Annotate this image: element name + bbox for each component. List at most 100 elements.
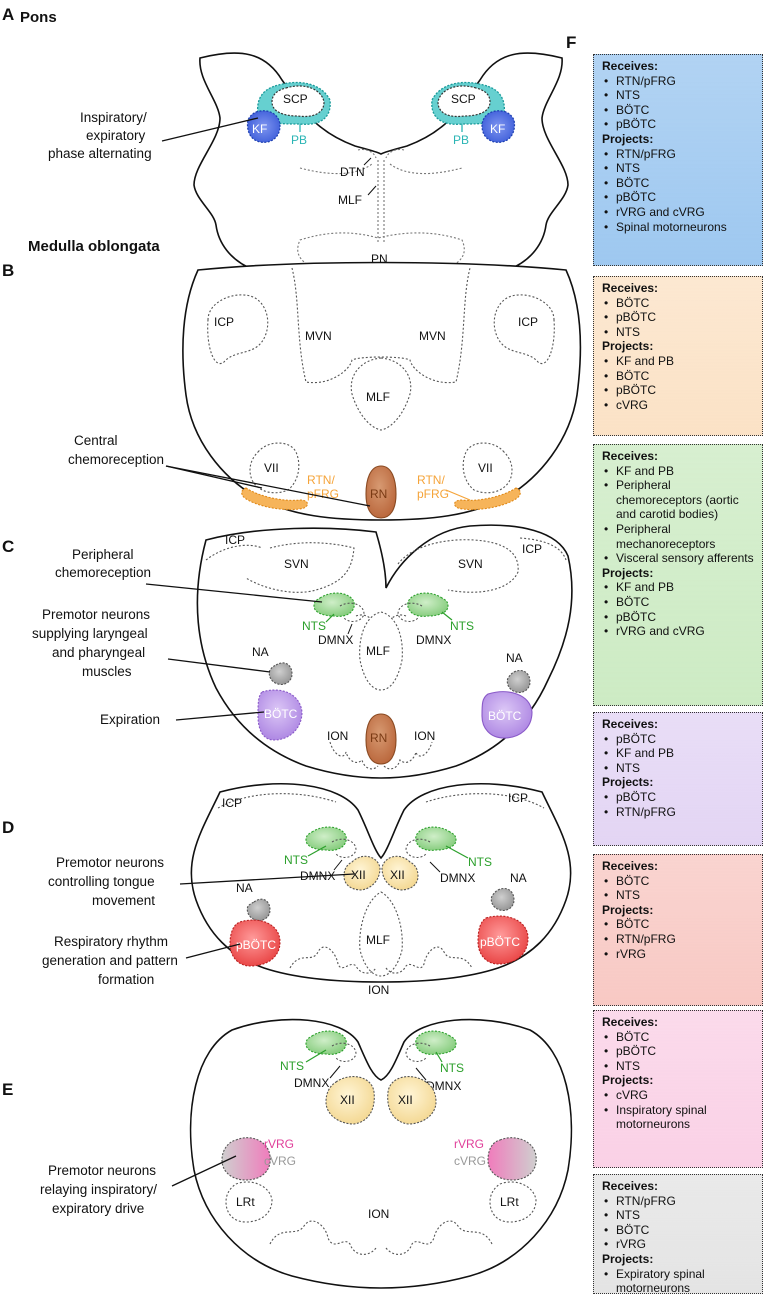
list-item: pBÖTC bbox=[602, 610, 756, 625]
xii-right-e bbox=[387, 1076, 437, 1125]
label-icp-left-d: ICP bbox=[222, 796, 242, 810]
projects-heading: Projects: bbox=[602, 1251, 654, 1266]
projects-heading: Projects: bbox=[602, 565, 654, 580]
nts-left-e bbox=[305, 1030, 347, 1055]
label-nts-right-e: NTS bbox=[440, 1061, 464, 1075]
na-right-c bbox=[506, 669, 531, 694]
panel-letter-d: D bbox=[2, 818, 14, 837]
list-item: Inspiratory spinal motorneurons bbox=[602, 1103, 756, 1132]
panel-letter-c: C bbox=[2, 537, 14, 556]
projects-list: Expiratory spinal motorneurons bbox=[602, 1267, 756, 1296]
list-item: KF and PB bbox=[602, 580, 756, 595]
annotation-phase-3: phase alternating bbox=[48, 146, 152, 161]
projects-list: BÖTCRTN/pFRGrVRG bbox=[602, 917, 756, 961]
label-ion-left-c: ION bbox=[327, 729, 348, 743]
annotation-peripheral-1: Peripheral bbox=[72, 547, 134, 562]
annotation-phase-2: expiratory bbox=[86, 128, 146, 143]
annotation-expiration: Expiration bbox=[100, 712, 160, 727]
projects-list: RTN/pFRGNTSBÖTCpBÖTCrVRG and cVRGSpinal … bbox=[602, 147, 756, 235]
list-item: RTN/pFRG bbox=[602, 932, 756, 947]
vii-right bbox=[462, 442, 513, 494]
label-pbotc-left: pBÖTC bbox=[236, 938, 276, 952]
pbotc-right bbox=[477, 915, 529, 965]
icp-left-b bbox=[207, 294, 269, 365]
connectivity-box-1: Receives:RTN/pFRGNTSBÖTCpBÖTCProjects:RT… bbox=[593, 54, 763, 266]
label-nts-right-d: NTS bbox=[468, 855, 492, 869]
nts-left-c bbox=[313, 592, 355, 617]
label-mvn-left: MVN bbox=[305, 329, 332, 343]
label-vii-left: VII bbox=[264, 461, 279, 475]
label-svn-left: SVN bbox=[284, 557, 309, 571]
connectivity-box-7: Receives:RTN/pFRGNTSBÖTCrVRGProjects:Exp… bbox=[593, 1174, 763, 1296]
list-item: KF and PB bbox=[602, 464, 756, 479]
label-na-left-c: NA bbox=[252, 645, 269, 659]
label-pb-left: PB bbox=[291, 133, 307, 147]
xii-right-d bbox=[381, 855, 419, 891]
annotation-laryngeal-3: and pharyngeal bbox=[52, 645, 145, 660]
list-item: BÖTC bbox=[602, 369, 756, 384]
botc-left bbox=[257, 689, 303, 741]
scp-right bbox=[437, 85, 491, 118]
label-rtn-left-2: pFRG bbox=[307, 487, 339, 501]
label-nts-left-c: NTS bbox=[302, 619, 326, 633]
annotation-laryngeal-2: supplying laryngeal bbox=[32, 626, 148, 641]
mlf-d bbox=[359, 891, 403, 977]
list-item: pBÖTC bbox=[602, 1044, 756, 1059]
receives-list: RTN/pFRGNTSBÖTCpBÖTC bbox=[602, 74, 756, 132]
receives-heading: Receives: bbox=[602, 449, 659, 463]
label-rvrg-right: rVRG bbox=[454, 1137, 484, 1151]
annotation-rhythm-3: formation bbox=[98, 972, 154, 987]
label-icp-right-b: ICP bbox=[518, 315, 538, 329]
label-na-right-c: NA bbox=[506, 651, 523, 665]
lrt-right bbox=[489, 1181, 537, 1223]
list-item: BÖTC bbox=[602, 103, 756, 118]
annotation-rhythm-1: Respiratory rhythm bbox=[54, 934, 168, 949]
list-item: pBÖTC bbox=[602, 117, 756, 132]
list-item: Spinal motorneurons bbox=[602, 220, 756, 235]
label-ion-e: ION bbox=[368, 1207, 389, 1221]
list-item: RTN/pFRG bbox=[602, 147, 756, 162]
botc-right bbox=[481, 691, 533, 739]
label-mlf-d: MLF bbox=[366, 933, 390, 947]
label-svn-right: SVN bbox=[458, 557, 483, 571]
projects-list: KF and PBBÖTCpBÖTCrVRG and cVRG bbox=[602, 580, 756, 638]
receives-list: KF and PBPeripheral chemoreceptors (aort… bbox=[602, 464, 756, 566]
list-item: RTN/pFRG bbox=[602, 805, 756, 820]
label-lrt-right: LRt bbox=[500, 1195, 519, 1209]
na-left-c bbox=[268, 662, 293, 686]
projects-heading: Projects: bbox=[602, 902, 654, 917]
annotation-central-2: chemoreception bbox=[68, 452, 164, 467]
label-pbotc-right: pBÖTC bbox=[480, 935, 520, 949]
xii-left-e bbox=[325, 1076, 375, 1125]
label-kf-left: KF bbox=[252, 122, 267, 136]
receives-heading: Receives: bbox=[602, 59, 659, 73]
receives-list: BÖTCpBÖTCNTS bbox=[602, 296, 756, 340]
connectivity-box-2: Receives:BÖTCpBÖTCNTSProjects:KF and PBB… bbox=[593, 276, 763, 436]
label-xii-left-d: XII bbox=[351, 868, 366, 882]
label-dmnx-right-c: DMNX bbox=[416, 633, 451, 647]
label-rn-c: RN bbox=[370, 731, 387, 745]
nts-right-c bbox=[407, 592, 449, 617]
label-ion-right-c: ION bbox=[414, 729, 435, 743]
label-mlf-b: MLF bbox=[366, 390, 390, 404]
panel-letter-e: E bbox=[2, 1080, 13, 1099]
icp-right-b bbox=[493, 294, 555, 365]
label-nts-left-e: NTS bbox=[280, 1059, 304, 1073]
list-item: BÖTC bbox=[602, 1223, 756, 1238]
list-item: cVRG bbox=[602, 1088, 756, 1103]
pbotc-left bbox=[229, 919, 281, 967]
annotation-tongue-1: Premotor neurons bbox=[56, 855, 164, 870]
label-cvrg-left: cVRG bbox=[264, 1154, 296, 1168]
projects-list: pBÖTCRTN/pFRG bbox=[602, 790, 756, 819]
receives-list: BÖTCpBÖTCNTS bbox=[602, 1030, 756, 1074]
annotation-drive-3: expiratory drive bbox=[52, 1201, 144, 1216]
list-item: KF and PB bbox=[602, 354, 756, 369]
label-xii-right-d: XII bbox=[390, 868, 405, 882]
label-na-right-d: NA bbox=[510, 871, 527, 885]
list-item: pBÖTC bbox=[602, 790, 756, 805]
label-cvrg-right: cVRG bbox=[454, 1154, 486, 1168]
label-scp-right: SCP bbox=[451, 92, 476, 106]
projects-heading: Projects: bbox=[602, 775, 654, 790]
nts-right-e bbox=[415, 1030, 457, 1055]
